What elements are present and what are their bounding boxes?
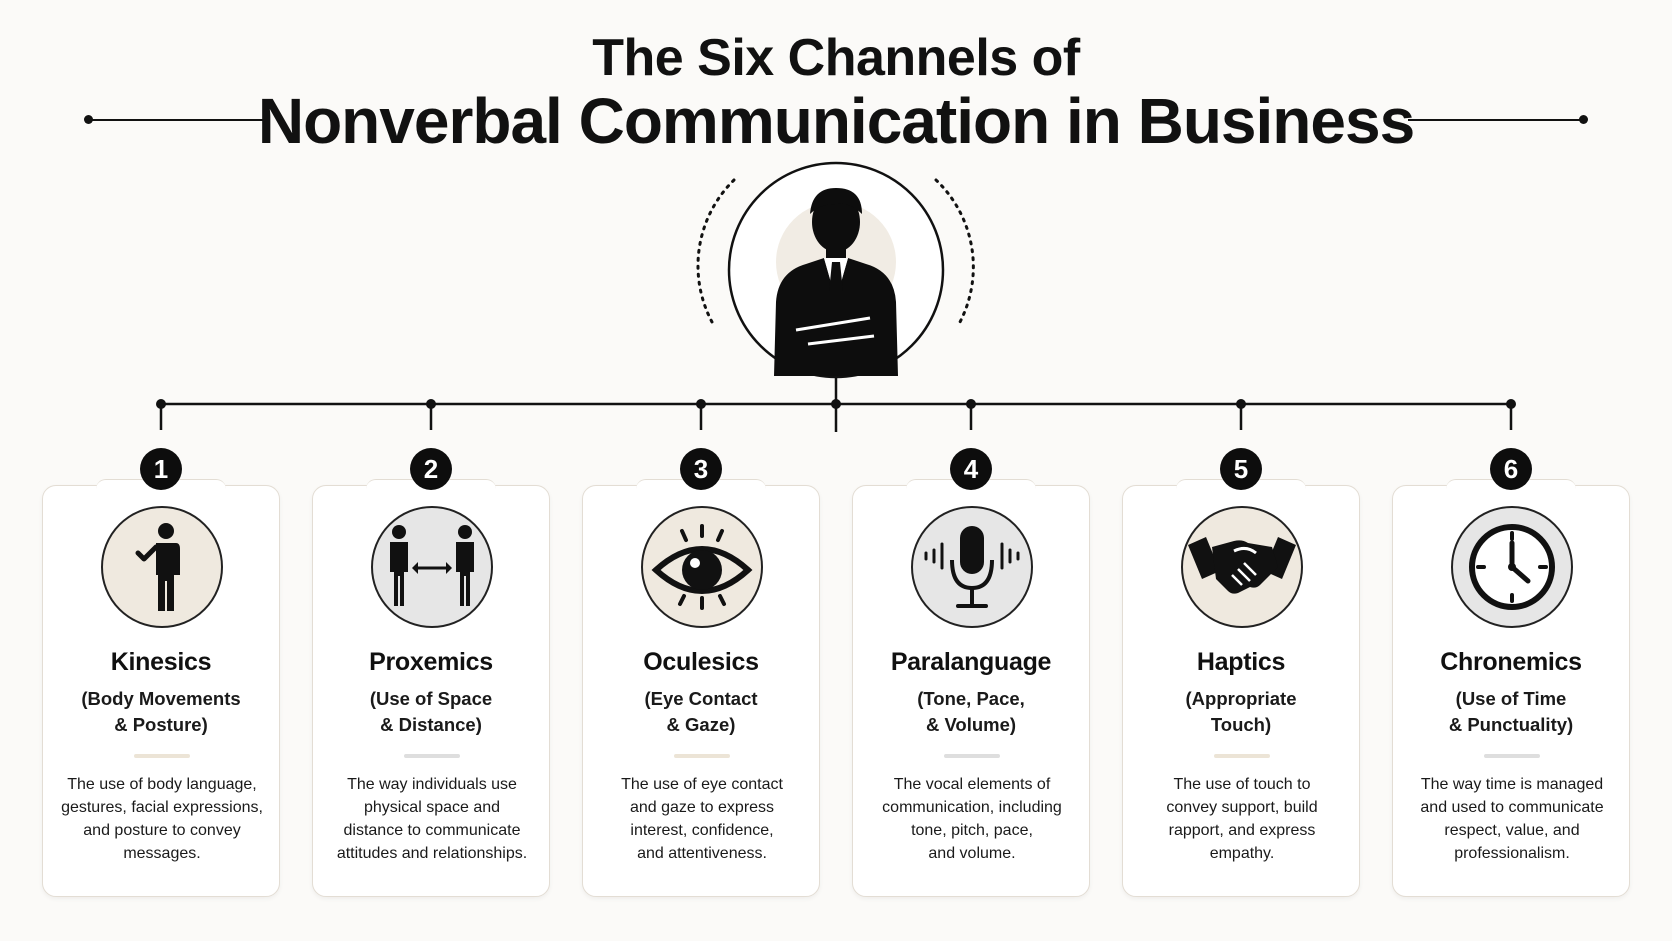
connector-dot xyxy=(156,399,166,409)
connector-dot xyxy=(966,399,976,409)
channel-subtitle-line: & Punctuality) xyxy=(1448,714,1574,735)
channel-subtitle-line: (Use of Time xyxy=(1455,688,1567,709)
connector-dot xyxy=(426,399,436,409)
two-people-distance-icon xyxy=(371,506,493,628)
channel-description-line: empathy. xyxy=(1209,845,1275,862)
channel-description: The way time is managed and used to commu… xyxy=(1405,773,1619,865)
channel-subtitle-line: (Use of Space xyxy=(369,688,493,709)
channel-description: The use of body language, gestures, facia… xyxy=(55,773,269,865)
channel-subtitle-line: & Posture) xyxy=(114,714,208,735)
channel-subtitle-line: (Body Movements xyxy=(81,688,241,709)
title-line-1: The Six Channels of xyxy=(592,29,1080,87)
channel-description-line: The use of touch to xyxy=(1173,776,1311,793)
channel-subtitle-line: & Distance) xyxy=(380,714,482,735)
channel-subtitle-line: & Volume) xyxy=(925,714,1017,735)
channel-subtitle-line: Touch) xyxy=(1210,714,1272,735)
channel-description-line: attitudes and relationships. xyxy=(336,845,528,862)
channel-description-line: gestures, facial expressions, xyxy=(61,799,263,816)
channel-number-badge: 3 xyxy=(680,448,722,490)
left-dotted-arc xyxy=(696,178,736,324)
connector-dot xyxy=(1506,399,1516,409)
channel-description: The vocal elements of communication, incl… xyxy=(865,773,1079,865)
channel-description-line: The vocal elements of xyxy=(893,776,1051,793)
right-dotted-arc xyxy=(934,178,975,324)
channel-subtitle: (Use of Time & Punctuality) xyxy=(1393,686,1629,738)
channel-description-line: messages. xyxy=(123,845,201,862)
card-separator xyxy=(674,754,730,758)
connector-dot xyxy=(696,399,706,409)
card-separator xyxy=(1214,754,1270,758)
channel-title: Kinesics xyxy=(110,648,212,676)
channel-description-line: interest, confidence, xyxy=(630,822,774,839)
title-right-dot xyxy=(1579,115,1588,124)
channel-number-badge: 4 xyxy=(950,448,992,490)
channel-subtitle: (Eye Contact & Gaze) xyxy=(583,686,819,738)
channel-description-line: The way individuals use xyxy=(347,776,517,793)
businessman-arms-crossed-icon xyxy=(774,188,898,376)
channel-title: Paralanguage xyxy=(890,648,1052,676)
channel-description-line: and used to communicate xyxy=(1420,799,1604,816)
channel-description-line: communication, including xyxy=(882,799,1062,816)
channel-subtitle: (Tone, Pace, & Volume) xyxy=(853,686,1089,738)
handshake-icon xyxy=(1181,506,1303,628)
channel-subtitle-line: (Appropriate xyxy=(1185,688,1297,709)
channel-card-kinesics: Kinesics (Body Movements & Posture) The use… xyxy=(42,479,280,897)
channel-description-line: The way time is managed xyxy=(1420,776,1604,793)
eye-icon xyxy=(641,506,763,628)
channel-subtitle-line: & Gaze) xyxy=(666,714,736,735)
channel-description-line: rapport, and express xyxy=(1168,822,1316,839)
clock-icon xyxy=(1451,506,1573,628)
channel-title: Chronemics xyxy=(1440,648,1582,676)
channel-card-oculesics: Oculesics (Eye Contact & Gaze) The use of e… xyxy=(582,479,820,897)
channel-description-line: and gaze to express xyxy=(629,799,775,816)
channel-description-line: physical space and xyxy=(363,799,501,816)
channel-description-line: The use of eye contact xyxy=(621,776,783,793)
card-separator xyxy=(404,754,460,758)
channel-description-line: professionalism. xyxy=(1454,845,1570,862)
channel-title: Proxemics xyxy=(369,648,493,676)
channel-subtitle: (Body Movements & Posture) xyxy=(43,686,279,738)
channel-card-chronemics: Chronemics (Use of Time & Punctuality) The … xyxy=(1392,479,1630,897)
channel-number-badge: 5 xyxy=(1220,448,1262,490)
channel-description-line: and attentiveness. xyxy=(637,845,767,862)
channel-description-line: and volume. xyxy=(928,845,1016,862)
channel-card-paralanguage: Paralanguage (Tone, Pace, & Volume) The voc… xyxy=(852,479,1090,897)
card-separator xyxy=(1484,754,1540,758)
channel-description-line: The use of body language, xyxy=(67,776,257,793)
channel-number-badge: 1 xyxy=(140,448,182,490)
channel-description: The use of eye contact and gaze to expres… xyxy=(595,773,809,865)
title-right-rule xyxy=(1408,119,1584,121)
channel-subtitle-line: (Eye Contact xyxy=(644,688,758,709)
channel-description-line: tone, pitch, pace, xyxy=(911,822,1033,839)
channel-subtitle-line: (Tone, Pace, xyxy=(917,688,1025,709)
title-left-rule xyxy=(88,119,264,121)
connector-dot xyxy=(1236,399,1246,409)
title-block: The Six Channels of Nonverbal Communicat… xyxy=(0,0,1672,160)
channel-description-line: respect, value, and xyxy=(1444,822,1580,839)
card-separator xyxy=(944,754,1000,758)
channel-card-proxemics: Proxemics (Use of Space & Distance) The way… xyxy=(312,479,550,897)
channel-number-badge: 6 xyxy=(1490,448,1532,490)
channel-description-line: convey support, build xyxy=(1166,799,1318,816)
channel-description-line: and posture to convey xyxy=(83,822,241,839)
channel-description: The use of touch to convey support, build… xyxy=(1135,773,1349,865)
channel-title: Oculesics xyxy=(643,648,759,676)
channel-number-badge: 2 xyxy=(410,448,452,490)
channel-description: The way individuals use physical space an… xyxy=(325,773,539,865)
channel-title: Haptics xyxy=(1196,648,1286,676)
channel-subtitle: (Use of Space & Distance) xyxy=(313,686,549,738)
title-line-2: Nonverbal Communication in Business xyxy=(257,85,1415,157)
card-separator xyxy=(134,754,190,758)
channel-description-line: distance to communicate xyxy=(343,822,521,839)
microphone-icon xyxy=(911,506,1033,628)
person-gesturing-icon xyxy=(101,506,223,628)
